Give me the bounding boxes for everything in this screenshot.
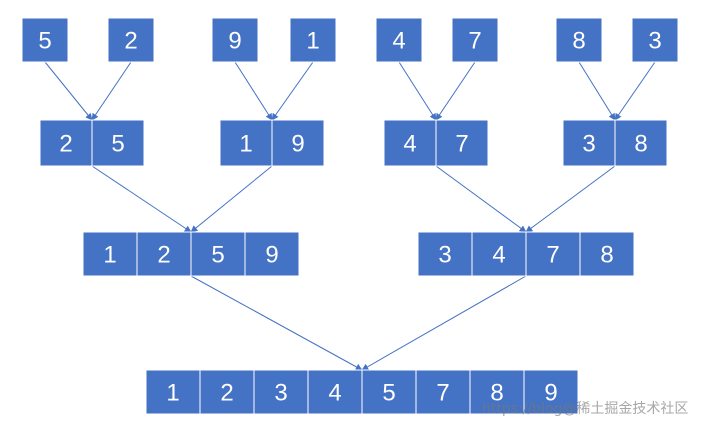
level-1-group-8: 3: [631, 17, 679, 63]
number-label: 2: [124, 28, 137, 55]
number-label: 5: [111, 131, 124, 158]
number-label: 7: [468, 28, 481, 55]
merge-arrow: [398, 61, 437, 121]
number-label: 4: [403, 131, 416, 158]
merge-arrow: [435, 61, 476, 121]
number-label: 3: [274, 380, 287, 407]
number-label: 8: [490, 380, 503, 407]
number-label: 7: [455, 131, 468, 158]
number-label: 5: [382, 380, 395, 407]
merge-arrow: [190, 165, 273, 233]
merge-arrow: [234, 61, 273, 121]
number-label: 9: [265, 242, 278, 269]
number-cell: [244, 231, 300, 277]
number-cell: [361, 369, 417, 415]
number-cell: [289, 17, 337, 63]
level-3-group-2: 3 4 7 8: [417, 231, 635, 277]
number-cell: [555, 17, 603, 63]
number-cell: [145, 369, 201, 415]
number-cell: [614, 119, 668, 167]
level-3-group-1: 1 2 5 9: [82, 231, 300, 277]
number-cell: [136, 231, 192, 277]
level-1-group-4: 1: [289, 17, 337, 63]
number-label: 2: [220, 380, 233, 407]
level-1-group-3: 9: [211, 17, 259, 63]
number-cell: [219, 119, 273, 167]
number-cell: [523, 369, 579, 415]
number-cell: [435, 119, 489, 167]
number-label: 9: [544, 380, 557, 407]
number-cell: [579, 231, 635, 277]
merge-arrow: [525, 165, 616, 233]
number-cell: [82, 231, 138, 277]
number-cell: [39, 119, 93, 167]
number-cell: [190, 231, 246, 277]
level-1-group-7: 8: [555, 17, 603, 63]
number-label: 2: [59, 131, 72, 158]
number-label: 2: [157, 242, 170, 269]
number-cell: [253, 369, 309, 415]
number-cell: [107, 17, 155, 63]
number-cell: [451, 17, 499, 63]
merge-arrow: [44, 61, 93, 121]
level-1-group-6: 7: [451, 17, 499, 63]
merge-arrow: [91, 61, 132, 121]
number-cell: [211, 17, 259, 63]
number-label: 1: [166, 380, 179, 407]
merge-arrow: [271, 61, 314, 121]
number-label: 8: [634, 131, 647, 158]
number-cell: [471, 231, 527, 277]
number-label: 5: [38, 28, 51, 55]
number-label: 4: [328, 380, 341, 407]
number-label: 8: [572, 28, 585, 55]
number-cell: [21, 17, 69, 63]
number-cell: [525, 231, 581, 277]
merge-arrow: [578, 61, 616, 121]
level-4-group-1: 1 2 3 4 5 7 8 9: [145, 369, 579, 415]
watermark: https://blog@稀土掘金技术社区: [482, 401, 689, 417]
merge-arrow: [190, 275, 363, 371]
number-cell: [383, 119, 437, 167]
number-label: 3: [438, 242, 451, 269]
number-label: 7: [546, 242, 559, 269]
level-1-group-1: 5: [21, 17, 69, 63]
number-cell: [469, 369, 525, 415]
number-label: 9: [228, 28, 241, 55]
number-label: 8: [600, 242, 613, 269]
level-1-group-2: 2: [107, 17, 155, 63]
number-cell: [271, 119, 325, 167]
merge-arrow: [361, 275, 527, 371]
number-cell: [199, 369, 255, 415]
number-label: 4: [492, 242, 505, 269]
number-label: 7: [436, 380, 449, 407]
number-label: 1: [103, 242, 116, 269]
number-cell: [307, 369, 363, 415]
number-label: 9: [291, 131, 304, 158]
number-cell: [375, 17, 423, 63]
number-label: 1: [239, 131, 252, 158]
merge-arrow: [435, 165, 527, 233]
number-cell: [91, 119, 145, 167]
number-cell: [631, 17, 679, 63]
number-label: 5: [211, 242, 224, 269]
number-label: 3: [582, 131, 595, 158]
number-label: 3: [648, 28, 661, 55]
level-1-group-5: 4: [375, 17, 423, 63]
number-label: 4: [392, 28, 405, 55]
arrows-layer: [44, 61, 656, 371]
number-label: 1: [306, 28, 319, 55]
merge-arrow: [614, 61, 656, 121]
merge-arrow: [91, 165, 192, 233]
